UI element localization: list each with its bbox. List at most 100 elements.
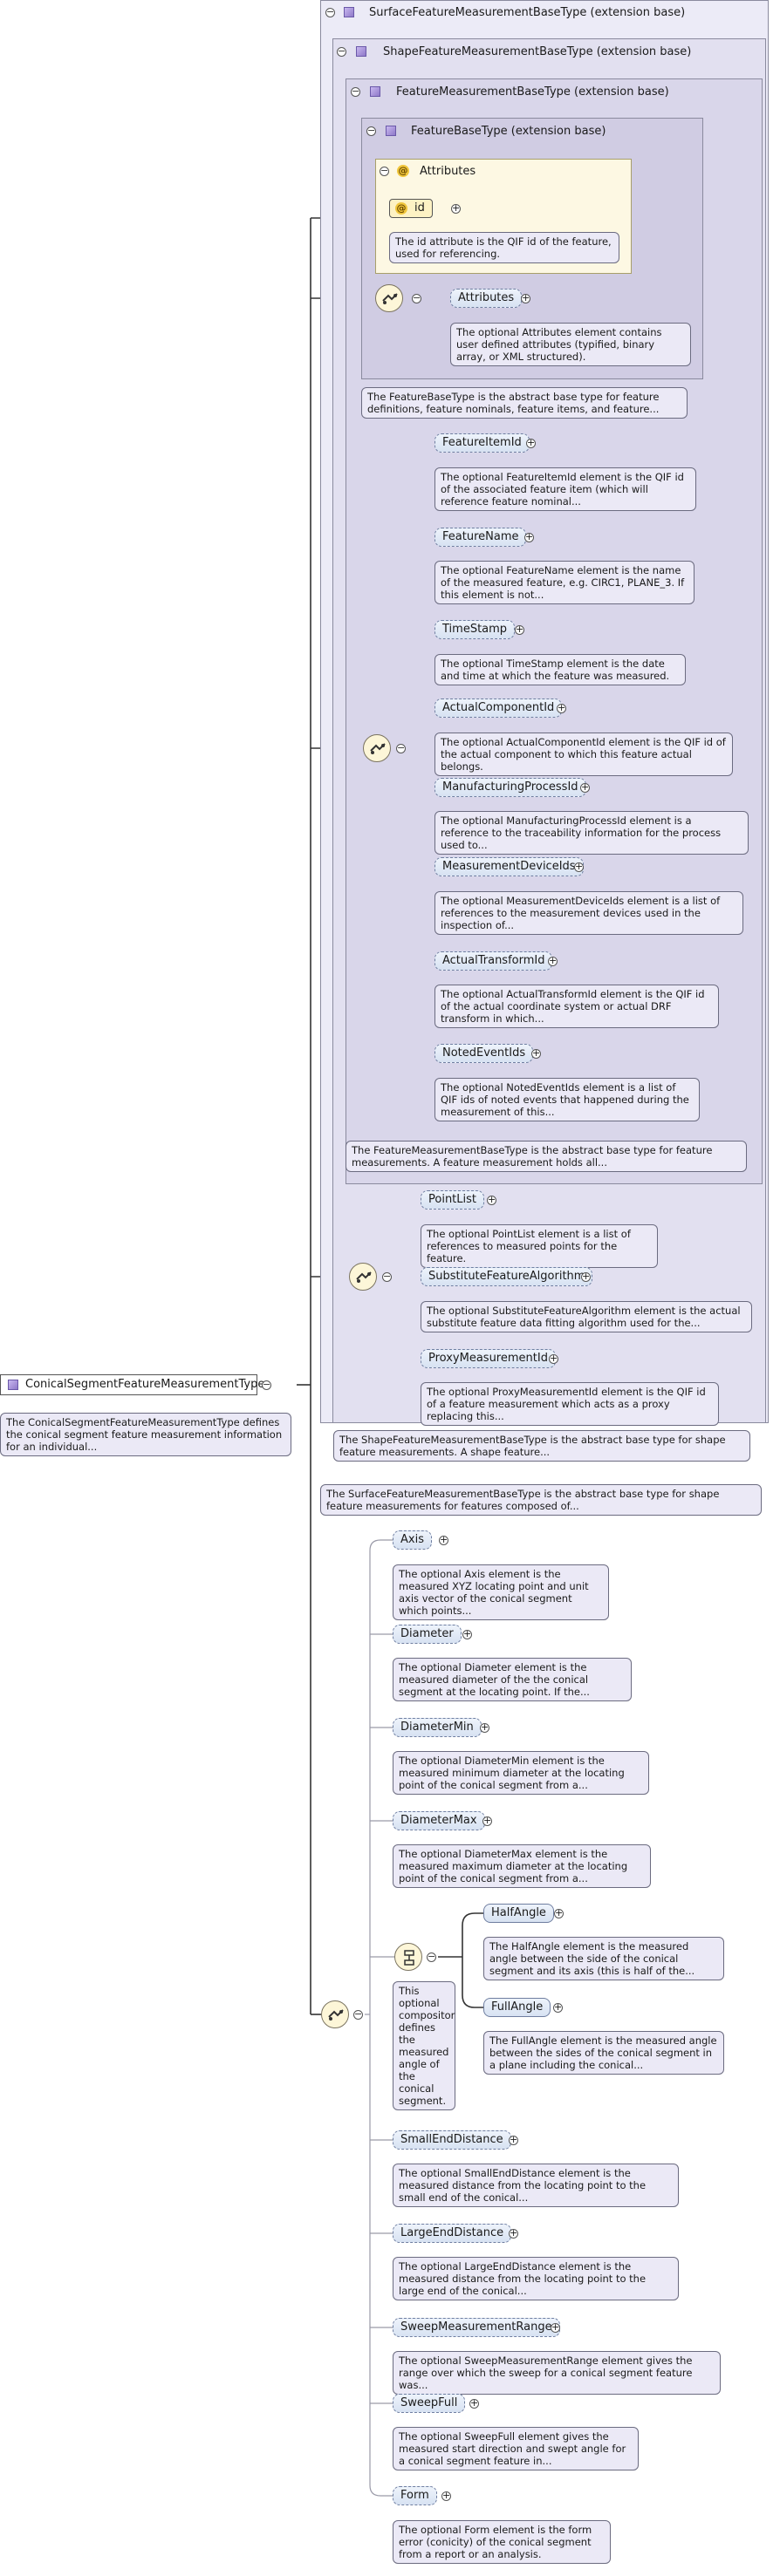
collapse-toggle[interactable]: − — [427, 1951, 436, 1962]
element-large-end-distance[interactable]: LargeEndDistance — [393, 2224, 512, 2243]
expand-icon[interactable]: + — [515, 624, 524, 635]
element-note: The optional NotedEventIds element is a … — [434, 1078, 700, 1121]
expand-icon[interactable]: + — [451, 202, 461, 214]
sequence-compositor-icon[interactable] — [349, 1263, 377, 1291]
collapse-toggle[interactable]: − — [412, 292, 421, 303]
element-note: The optional SmallEndDistance element is… — [393, 2164, 679, 2207]
element-sweep-full[interactable]: SweepFull — [393, 2394, 466, 2413]
frame-title: FeatureMeasurementBaseType (extension ba… — [396, 85, 669, 99]
choice-note: This optional compositor defines the mea… — [393, 1981, 455, 2110]
complex-type-icon — [370, 86, 380, 97]
expand-icon[interactable]: + — [548, 955, 558, 966]
element-note: The optional MeasurementDeviceIds elemen… — [434, 891, 743, 935]
element-measurement-device-ids[interactable]: MeasurementDeviceIds — [434, 857, 584, 876]
expand-icon[interactable]: + — [526, 437, 536, 448]
expand-icon[interactable]: + — [557, 702, 566, 713]
expand-icon[interactable]: + — [531, 1047, 541, 1059]
element-actual-component-id[interactable]: ActualComponentId — [434, 699, 563, 718]
expand-icon[interactable]: + — [487, 1194, 496, 1205]
root-label: ConicalSegmentFeatureMeasurementType — [25, 1378, 265, 1391]
collapse-toggle[interactable]: − — [380, 165, 389, 176]
collapse-toggle[interactable]: − — [353, 2008, 363, 2020]
sequence-compositor-icon[interactable] — [375, 284, 403, 312]
element-note: The optional TimeStamp element is the da… — [434, 654, 686, 685]
element-note: The optional Axis element is the measure… — [393, 1564, 609, 1620]
complex-type-icon — [8, 1380, 18, 1390]
element-actual-transform-id[interactable]: ActualTransformId — [434, 951, 553, 971]
element-diameter[interactable]: Diameter — [393, 1625, 462, 1644]
attribute-id[interactable]: @ id — [389, 199, 433, 218]
expand-icon[interactable]: + — [441, 2490, 451, 2501]
collapse-toggle[interactable]: − — [325, 6, 335, 17]
element-noted-event-ids[interactable]: NotedEventIds — [434, 1044, 534, 1063]
collapse-toggle[interactable]: − — [396, 742, 406, 753]
complex-type-icon — [344, 7, 354, 17]
attribute-icon: @ — [395, 202, 407, 215]
frame-note: The FeatureMeasurementBaseType is the ab… — [346, 1141, 747, 1172]
expand-icon[interactable]: + — [509, 2227, 518, 2239]
collapse-toggle[interactable]: − — [382, 1271, 392, 1282]
collapse-toggle[interactable]: − — [351, 85, 360, 97]
expand-icon[interactable]: + — [439, 1534, 448, 1545]
element-small-end-distance[interactable]: SmallEndDistance — [393, 2130, 511, 2150]
sequence-compositor-icon[interactable] — [321, 2000, 349, 2028]
element-note: The optional Form element is the form er… — [393, 2520, 611, 2564]
choice-compositor-icon[interactable] — [394, 1943, 422, 1971]
element-substitute-feature-algorithm[interactable]: SubstituteFeatureAlgorithm — [421, 1267, 593, 1286]
element-attributes[interactable]: Attributes — [450, 289, 523, 308]
expand-icon[interactable]: + — [549, 1353, 558, 1364]
expand-icon[interactable]: + — [469, 2397, 479, 2409]
collapse-toggle[interactable]: − — [262, 1379, 271, 1390]
element-axis[interactable]: Axis — [393, 1530, 432, 1550]
element-note: The optional FeatureItemId element is th… — [434, 467, 696, 511]
collapse-toggle[interactable]: − — [337, 45, 346, 57]
element-feature-name[interactable]: FeatureName — [434, 528, 527, 547]
expand-icon[interactable]: + — [482, 1815, 492, 1826]
element-note: The optional Attributes element contains… — [450, 323, 691, 366]
element-form[interactable]: Form — [393, 2486, 437, 2505]
element-note: The FullAngle element is the measured an… — [483, 2031, 724, 2075]
element-note: The optional FeatureName element is the … — [434, 561, 694, 604]
attribute-label: id — [414, 201, 425, 215]
frame-note: The FeatureBaseType is the abstract base… — [361, 387, 688, 419]
element-sweep-measurement-range[interactable]: SweepMeasurementRange — [393, 2318, 560, 2337]
collapse-toggle[interactable]: − — [366, 125, 376, 136]
complex-type-icon — [356, 46, 366, 57]
element-note: The optional SweepFull element gives the… — [393, 2427, 639, 2470]
element-feature-item-id[interactable]: FeatureItemId — [434, 433, 530, 453]
element-diameter-min[interactable]: DiameterMin — [393, 1718, 482, 1737]
expand-icon[interactable]: + — [554, 1907, 564, 1918]
element-note: The HalfAngle element is the measured an… — [483, 1937, 724, 1980]
expand-icon[interactable]: + — [574, 861, 584, 872]
element-diameter-max[interactable]: DiameterMax — [393, 1811, 485, 1830]
expand-icon[interactable]: + — [480, 1721, 489, 1733]
expand-icon[interactable]: + — [509, 2134, 518, 2145]
frame-title: SurfaceFeatureMeasurementBaseType (exten… — [369, 6, 686, 19]
element-note: The optional ActualTransformId element i… — [434, 985, 719, 1028]
sequence-compositor-icon[interactable] — [363, 734, 391, 762]
element-point-list[interactable]: PointList — [421, 1190, 485, 1210]
frame-note: The ShapeFeatureMeasurementBaseType is t… — [333, 1430, 750, 1462]
expand-icon[interactable]: + — [580, 781, 590, 793]
element-time-stamp[interactable]: TimeStamp — [434, 620, 516, 639]
root-note: The ConicalSegmentFeatureMeasurementType… — [0, 1413, 291, 1456]
expand-icon[interactable]: + — [524, 531, 534, 542]
element-full-angle[interactable]: FullAngle — [483, 1998, 551, 2017]
element-note: The optional DiameterMin element is the … — [393, 1751, 649, 1795]
expand-icon[interactable]: + — [462, 1628, 472, 1639]
frame-title: FeatureBaseType (extension base) — [411, 125, 606, 138]
expand-icon[interactable]: + — [581, 1271, 591, 1282]
expand-icon[interactable]: + — [553, 2001, 563, 2013]
element-half-angle[interactable]: HalfAngle — [483, 1904, 554, 1923]
element-note: The optional ProxyMeasurementId element … — [421, 1382, 719, 1426]
element-proxy-measurement-id[interactable]: ProxyMeasurementId — [421, 1349, 556, 1368]
element-note: The optional ActualComponentId element i… — [434, 733, 733, 776]
expand-icon[interactable]: + — [521, 292, 530, 303]
element-manufacturing-process-id[interactable]: ManufacturingProcessId — [434, 778, 586, 797]
attribute-group-icon: @ — [397, 165, 409, 177]
attribute-note: The id attribute is the QIF id of the fe… — [389, 232, 619, 263]
element-note: The optional SubstituteFeatureAlgorithm … — [421, 1301, 752, 1332]
complex-type-icon — [386, 126, 396, 136]
expand-icon[interactable]: + — [551, 2321, 560, 2333]
root-type[interactable]: ConicalSegmentFeatureMeasurementType — [0, 1374, 264, 1395]
